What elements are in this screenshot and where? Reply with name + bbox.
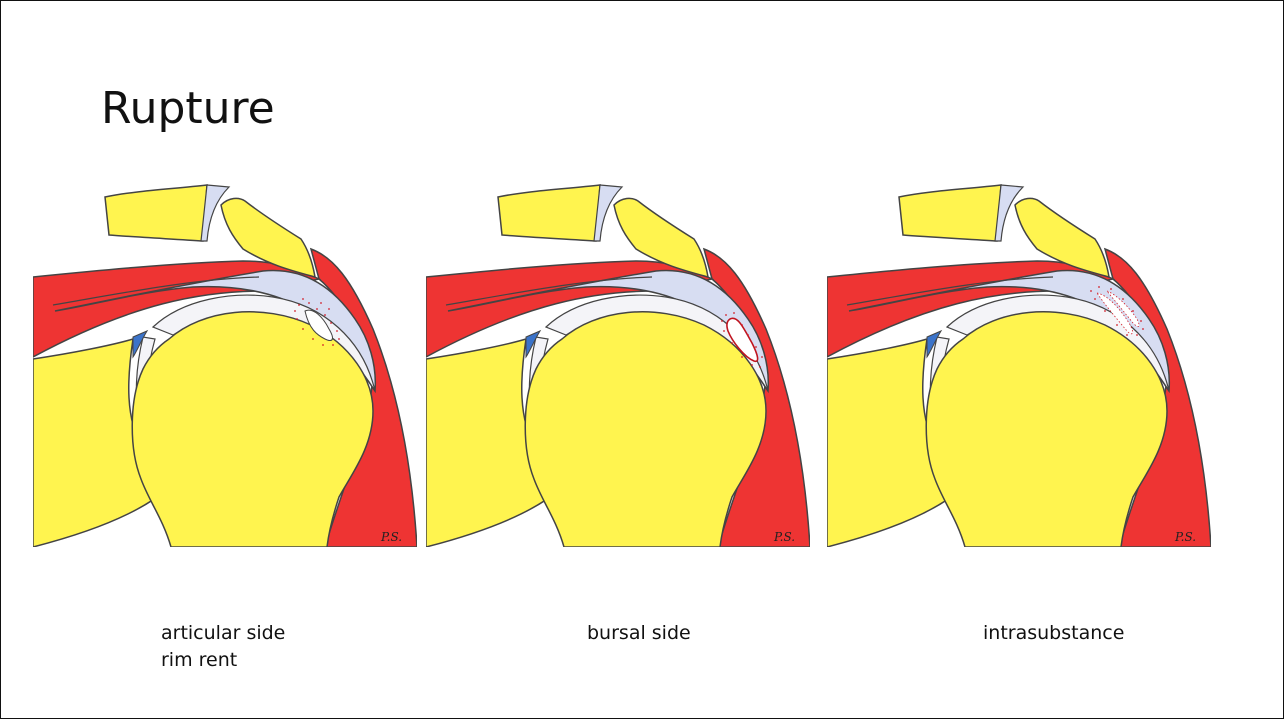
tear-dot <box>330 322 332 324</box>
shoulder-anatomy <box>33 185 417 547</box>
tear-dot <box>296 318 298 320</box>
tear-dot <box>1126 334 1128 336</box>
tear-dot <box>741 324 743 326</box>
caption-line: bursal side <box>587 620 691 647</box>
clavicle <box>899 185 1001 241</box>
slide-title: Rupture <box>101 83 275 134</box>
caption-line: intrasubstance <box>983 620 1124 647</box>
diagram-panel-bursal: P.S. <box>426 179 810 547</box>
caption-line: articular side <box>161 620 285 647</box>
clavicle <box>498 185 600 241</box>
tear-dot <box>725 314 727 316</box>
signature: P.S. <box>773 530 795 544</box>
tear-dot <box>294 310 296 312</box>
signature: P.S. <box>380 530 402 544</box>
tear-dot <box>733 312 735 314</box>
shoulder-anatomy <box>827 185 1211 547</box>
tear-dot <box>324 314 326 316</box>
tear-dot <box>755 346 757 348</box>
tear-dot <box>759 366 761 368</box>
tear-dot <box>723 330 725 332</box>
tear-dot <box>336 330 338 332</box>
tear-dot <box>1104 310 1106 312</box>
tear-dot <box>1132 310 1134 312</box>
tear-dot <box>761 356 763 358</box>
tear-dot <box>751 364 753 366</box>
clavicle <box>105 185 207 241</box>
tear-dot <box>1116 324 1118 326</box>
signature: P.S. <box>1174 530 1196 544</box>
tear-dot <box>338 338 340 340</box>
shoulder-diagram-bursal: P.S. <box>426 179 810 547</box>
tear-dot <box>1098 286 1100 288</box>
tear-dot <box>1136 334 1138 336</box>
caption-bursal: bursal side <box>587 620 691 647</box>
tear-dot <box>312 338 314 340</box>
caption-line: rim rent <box>161 647 285 674</box>
tear-dot <box>316 308 318 310</box>
caption-articular: articular side rim rent <box>161 620 285 674</box>
tear-dot <box>302 328 304 330</box>
tear-dot <box>747 334 749 336</box>
diagram-panel-intrasubstance: P.S. <box>827 179 1211 547</box>
tear-dot <box>302 298 304 300</box>
tear-dot <box>721 320 723 322</box>
tear-dot <box>308 302 310 304</box>
shoulder-diagram-articular: P.S. <box>33 179 417 547</box>
tear-dot <box>332 344 334 346</box>
shoulder-diagram-intrasubstance: P.S. <box>827 179 1211 547</box>
caption-intrasubstance: intrasubstance <box>983 620 1124 647</box>
tear-dot <box>1122 298 1124 300</box>
shoulder-anatomy <box>426 185 810 547</box>
tear-dot <box>741 356 743 358</box>
tear-dot <box>1110 288 1112 290</box>
tear-dot <box>1090 290 1092 292</box>
tear-dot <box>298 304 300 306</box>
tear-dot <box>320 302 322 304</box>
tear-dot <box>1142 328 1144 330</box>
tear-dot <box>328 308 330 310</box>
tear-dot <box>1094 298 1096 300</box>
diagram-panel-articular: P.S. <box>33 179 417 547</box>
tear-dot <box>322 344 324 346</box>
tear-dot <box>731 342 733 344</box>
tear-dot <box>1140 320 1142 322</box>
